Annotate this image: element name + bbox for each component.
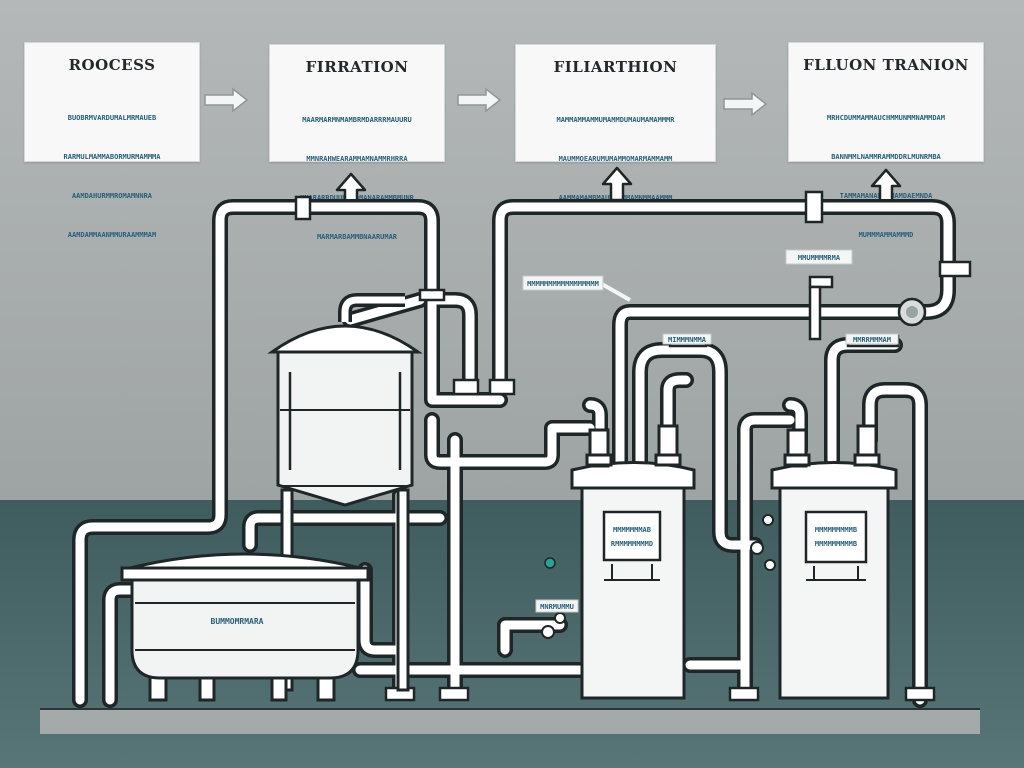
up-arrow-icon xyxy=(870,168,902,204)
stage-line: MUMMMAMMAMMMD xyxy=(858,231,914,239)
floor-platform xyxy=(40,708,980,734)
stage-title: FIRRATION xyxy=(305,58,409,76)
filter-tank-a xyxy=(570,424,696,700)
callout-tag: MMMMMMMMMMMMMMMMM xyxy=(522,275,631,302)
stage-card-2: FIRRATION MAARMARMNMAMBRMDARRRMAUURU MMN… xyxy=(269,44,445,241)
right-arrow-icon xyxy=(204,88,248,112)
valve-icon xyxy=(541,514,776,639)
stage-line: MAARMARMNMAMBRMDARRRMAUURU xyxy=(302,116,412,124)
stage-line: BANNMMLNAMMRAMMDDRLMUNRMBA xyxy=(831,153,941,161)
stage-line: MAMMAMMAMMUMAMMDUMAUMAMAMMMR xyxy=(556,116,675,124)
callout-tag-text: MMMMMMMMMMMMMMMMM xyxy=(527,280,599,288)
callout-tag: MMUMMMMRMA xyxy=(785,249,853,265)
stage-title: FLLUON TRANION xyxy=(803,56,969,74)
stage-line: AAMDAMMAANMMURAAMMMAM xyxy=(67,231,157,239)
stage-title: FILIARTHION xyxy=(553,58,678,76)
right-arrow-icon xyxy=(457,88,501,112)
mixing-tank xyxy=(120,552,370,702)
callout-tag: MIMMMNMMA xyxy=(662,333,712,345)
filter-tank-b xyxy=(770,424,898,700)
filter-a-label-line: MMMMMMMAB xyxy=(613,526,651,534)
stage-line: MARMARBAMMBNAARUMAR xyxy=(316,233,398,241)
callout-tag-text: MIMMMNMMA xyxy=(668,336,707,344)
elevated-tank xyxy=(267,293,423,692)
stage-title: ROOCESS xyxy=(68,56,156,74)
stage-line: RARMULMAMMABORMURMAMMMA xyxy=(63,153,161,161)
gauge-icon xyxy=(897,297,927,327)
stage-card-3: FILIARTHION MAMMAMMAMMUMAMMDUMAUMAMAMMMR… xyxy=(515,44,716,202)
callout-tag-text: MMUMMMMRMA xyxy=(798,254,841,262)
mixing-tank-label: BUMMOMRMARA xyxy=(211,617,264,626)
right-arrow-icon xyxy=(723,92,767,116)
filter-a-label-line: RMMMMMMMMD xyxy=(611,540,653,548)
callout-tag: MMRRMMMAM xyxy=(845,333,899,345)
stage-line: AAMDAHURMMROMAMNNRA xyxy=(71,192,153,200)
callout-tag: MNRMUMMU xyxy=(535,599,579,613)
filter-b-label-line: MMMMMMMMMB xyxy=(815,526,857,534)
stage-card-1: ROOCESS BUOBRMVARDUMALMRMAUEB RARMULMAMM… xyxy=(24,42,200,239)
stage-line: BUOBRMVARDUMALMRMAUEB xyxy=(67,114,157,122)
indicator-light xyxy=(544,557,556,569)
filter-b-label-line: MMMMMMMMMB xyxy=(815,540,857,548)
callout-tag-text: MNRMUMMU xyxy=(540,603,574,611)
callout-tag-text: MMRRMMMAM xyxy=(853,336,891,344)
up-arrow-icon xyxy=(601,166,633,202)
stage-description: BUOBRMVARDUMALMRMAUEB RARMULMAMMABORMURM… xyxy=(25,86,199,268)
stage-line: MAUMMOEARUMUMAMMOMARMAMMAMM xyxy=(558,155,673,163)
stage-line: MMNRAHWEARAMMAMNAMMRHRRA xyxy=(306,155,408,163)
stage-line: MRHCDUMMAMMAUCHMMUNMMNAMMDAM xyxy=(826,114,945,122)
